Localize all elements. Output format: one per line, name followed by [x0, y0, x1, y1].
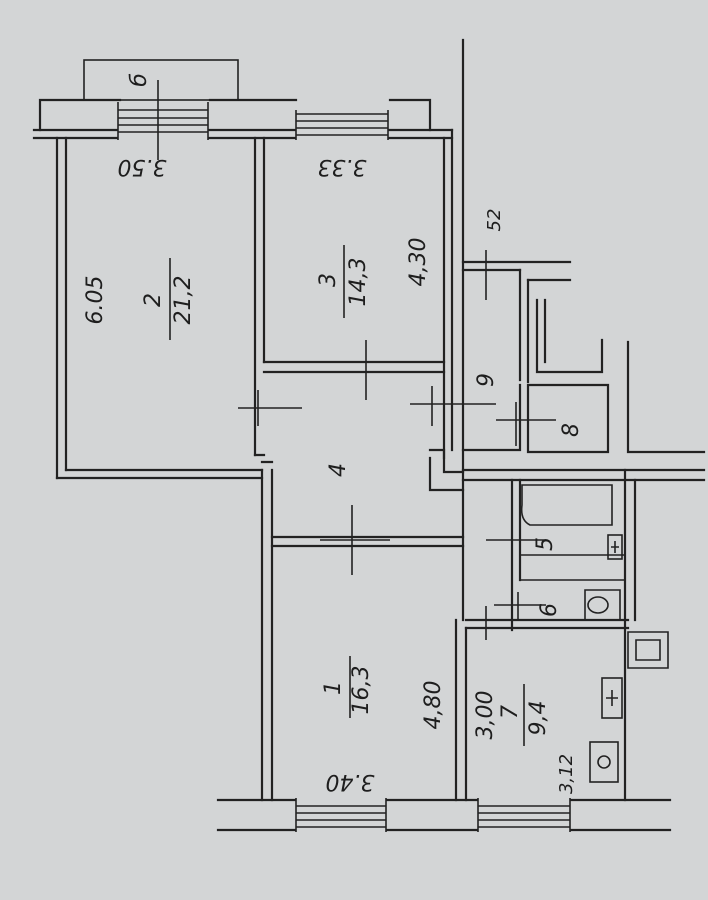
- room-2-number: 2: [141, 293, 166, 307]
- window-room-1: [295, 798, 387, 832]
- small-room-labels: 9 8 5 6 52 б: [127, 73, 584, 617]
- stove-icon: [589, 741, 619, 783]
- room-1-length: 4,80: [421, 681, 446, 730]
- windows: [117, 102, 571, 832]
- room-1-width: 3.40: [326, 769, 375, 794]
- room-7-number: 7: [498, 705, 523, 719]
- room-1-area: 16,3: [349, 666, 374, 715]
- hall-number: 4: [326, 463, 351, 477]
- room-6-number: 6: [537, 603, 562, 617]
- room-8-number: 8: [559, 423, 584, 437]
- kitchen-fixtures: [589, 677, 623, 783]
- balcony: [83, 59, 239, 101]
- toilet-icon: [584, 589, 621, 621]
- balcony-dim-label: 52: [484, 209, 505, 232]
- room-7-labels: 3,00 7 9,4 3,12: [473, 684, 577, 794]
- room-2-width: 3.50: [118, 154, 167, 179]
- room-3-area: 14,3: [346, 258, 371, 307]
- room-1-number: 1: [321, 681, 346, 695]
- utility-rooms: [461, 260, 706, 454]
- room-3-length: 4,30: [406, 238, 431, 287]
- kitchen-sink-icon: [601, 677, 623, 719]
- window-room-2: [117, 102, 209, 140]
- room-7-length: 3,00: [473, 691, 498, 740]
- room-5-number: 5: [533, 537, 558, 551]
- outer-walls: [32, 38, 706, 832]
- room-3-number: 3: [316, 273, 341, 287]
- balcony-label: б: [127, 73, 152, 87]
- hall-labels: 4: [326, 463, 351, 477]
- room-9-number: 9: [474, 373, 499, 387]
- room-2-labels: 6.05 2 21,2 3.50: [83, 154, 196, 340]
- room-2-length: 6.05: [83, 276, 108, 325]
- room-7-width: 3,12: [556, 754, 577, 794]
- window-room-7: [477, 798, 571, 832]
- window-room-3: [295, 110, 389, 140]
- room-3-labels: 3 14,3 4,30 3.33: [316, 154, 431, 318]
- door-markers: [157, 80, 556, 640]
- sink-icon: [607, 534, 623, 560]
- room-3-width: 3.33: [318, 154, 367, 179]
- room-2-area: 21,2: [171, 276, 196, 325]
- room-1-labels: 1 16,3 4,80 3.40: [321, 656, 446, 794]
- bathtub-icon: [520, 484, 613, 526]
- room-7-area: 9,4: [526, 701, 551, 736]
- bathroom-fixtures: [510, 478, 625, 632]
